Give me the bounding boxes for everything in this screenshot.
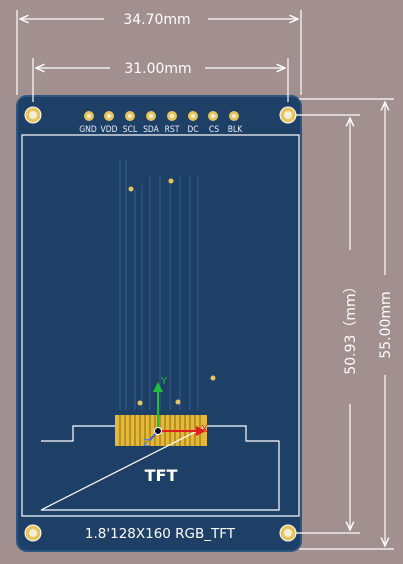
pin-label-sda: SDA	[143, 125, 160, 135]
pin-label-rst: RST	[165, 125, 180, 135]
dimension-outer-width	[16, 10, 302, 95]
z-axis-label: Z	[143, 438, 150, 449]
tft-module-outline	[21, 134, 300, 517]
x-axis-label: X	[201, 424, 208, 435]
header-pads	[84, 111, 239, 121]
pin-label-blk: BLK	[228, 125, 244, 135]
pcb-traces	[119, 160, 199, 410]
pin-label-scl: SCL	[123, 125, 138, 135]
vias	[128, 178, 216, 406]
dimension-hole-spacing	[32, 58, 289, 102]
axis-indicator: Y X Z	[143, 376, 208, 449]
display-outline	[40, 425, 280, 511]
pin-labels: GND VDD SCL SDA RST DC CS BLK	[79, 125, 243, 135]
dimension-inner-height-label: 50.93（mm）	[343, 279, 359, 374]
pin-label-dc: DC	[187, 125, 198, 135]
mounting-holes	[24, 106, 297, 542]
dimension-hole-spacing-label: 31.00mm	[124, 61, 191, 77]
pin-label-gnd: GND	[79, 125, 97, 135]
dimension-outer-width-label: 34.70mm	[123, 12, 190, 28]
pin-label-vdd: VDD	[100, 125, 117, 135]
tft-label: TFT	[145, 466, 178, 485]
pin-label-cs: CS	[209, 125, 219, 135]
model-label: 1.8'128X160 RGB_TFT	[85, 526, 236, 542]
y-axis-label: Y	[160, 376, 168, 387]
pcb-board	[16, 95, 302, 552]
dimension-extension-lines	[295, 98, 394, 550]
dimension-outer-height-label: 55.00mm	[378, 291, 394, 358]
